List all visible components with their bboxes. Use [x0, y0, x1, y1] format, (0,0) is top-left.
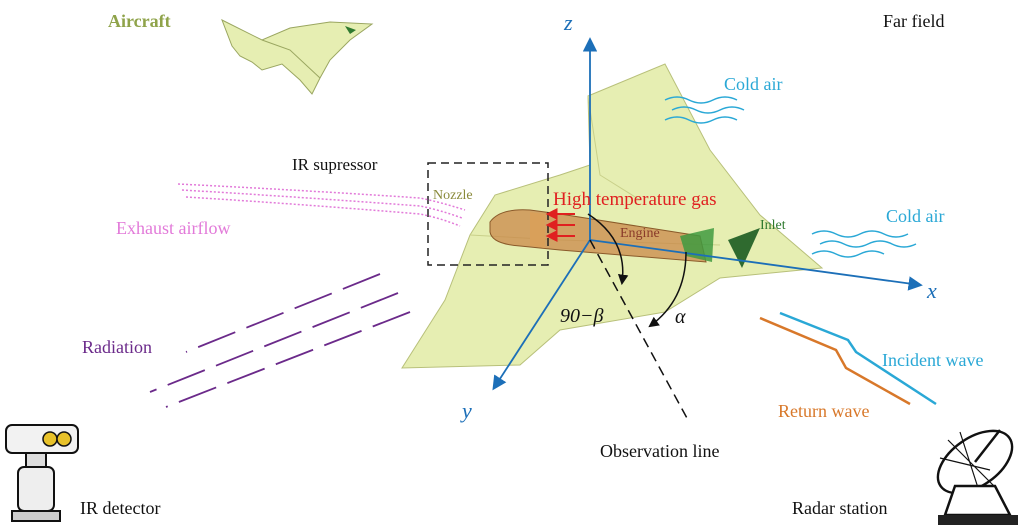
radiation-label: Radiation [82, 337, 152, 357]
incident-wave-label: Incident wave [882, 350, 983, 370]
return-wave-line [759, 316, 911, 406]
aircraft-main-shape [401, 63, 824, 369]
radar-station-label: Radar station [792, 498, 887, 518]
aircraft-thumbnail-icon [221, 18, 374, 95]
cold-air-top-label: Cold air [724, 74, 783, 94]
ir-detector-label: IR detector [80, 498, 160, 518]
y-axis-line [492, 239, 591, 391]
axes [492, 37, 923, 391]
z-axis-label: z [563, 10, 573, 35]
cold-air-top-waves [664, 96, 745, 124]
ir-detector-icon [5, 424, 79, 522]
x-axis-line [589, 239, 923, 291]
angle-beta-label: 90−β [560, 305, 603, 327]
cold-air-right-label: Cold air [886, 206, 945, 226]
nozzle-label: Nozzle [433, 188, 473, 203]
radiation-lines [149, 273, 411, 408]
engine-label: Engine [620, 226, 660, 241]
incident-wave-line [779, 311, 937, 406]
cold-air-right-waves [811, 230, 917, 258]
y-axis-label: y [460, 398, 472, 423]
observation-line-label: Observation line [600, 441, 719, 461]
inlet-arrow-icon [728, 228, 760, 268]
aircraft-label: Aircraft [108, 11, 171, 31]
angle-beta-arc [587, 213, 629, 286]
exhaust-airflow-label: Exhaust airflow [116, 218, 230, 238]
radar-dish-icon [936, 429, 1018, 525]
inlet-label: Inlet [760, 218, 786, 233]
hot-gas-arrows [545, 208, 575, 242]
observation-line [589, 239, 689, 421]
angle-alpha-arc [648, 251, 687, 328]
angle-alpha-label: α [675, 306, 686, 328]
exhaust-airflow-lines [177, 183, 466, 227]
high-temp-gas-label: High temperature gas [553, 189, 717, 210]
return-wave-label: Return wave [778, 401, 869, 421]
far-field-label: Far field [883, 11, 944, 31]
ir-suppressor-label: IR supressor [292, 155, 378, 174]
x-axis-label: x [926, 278, 937, 303]
